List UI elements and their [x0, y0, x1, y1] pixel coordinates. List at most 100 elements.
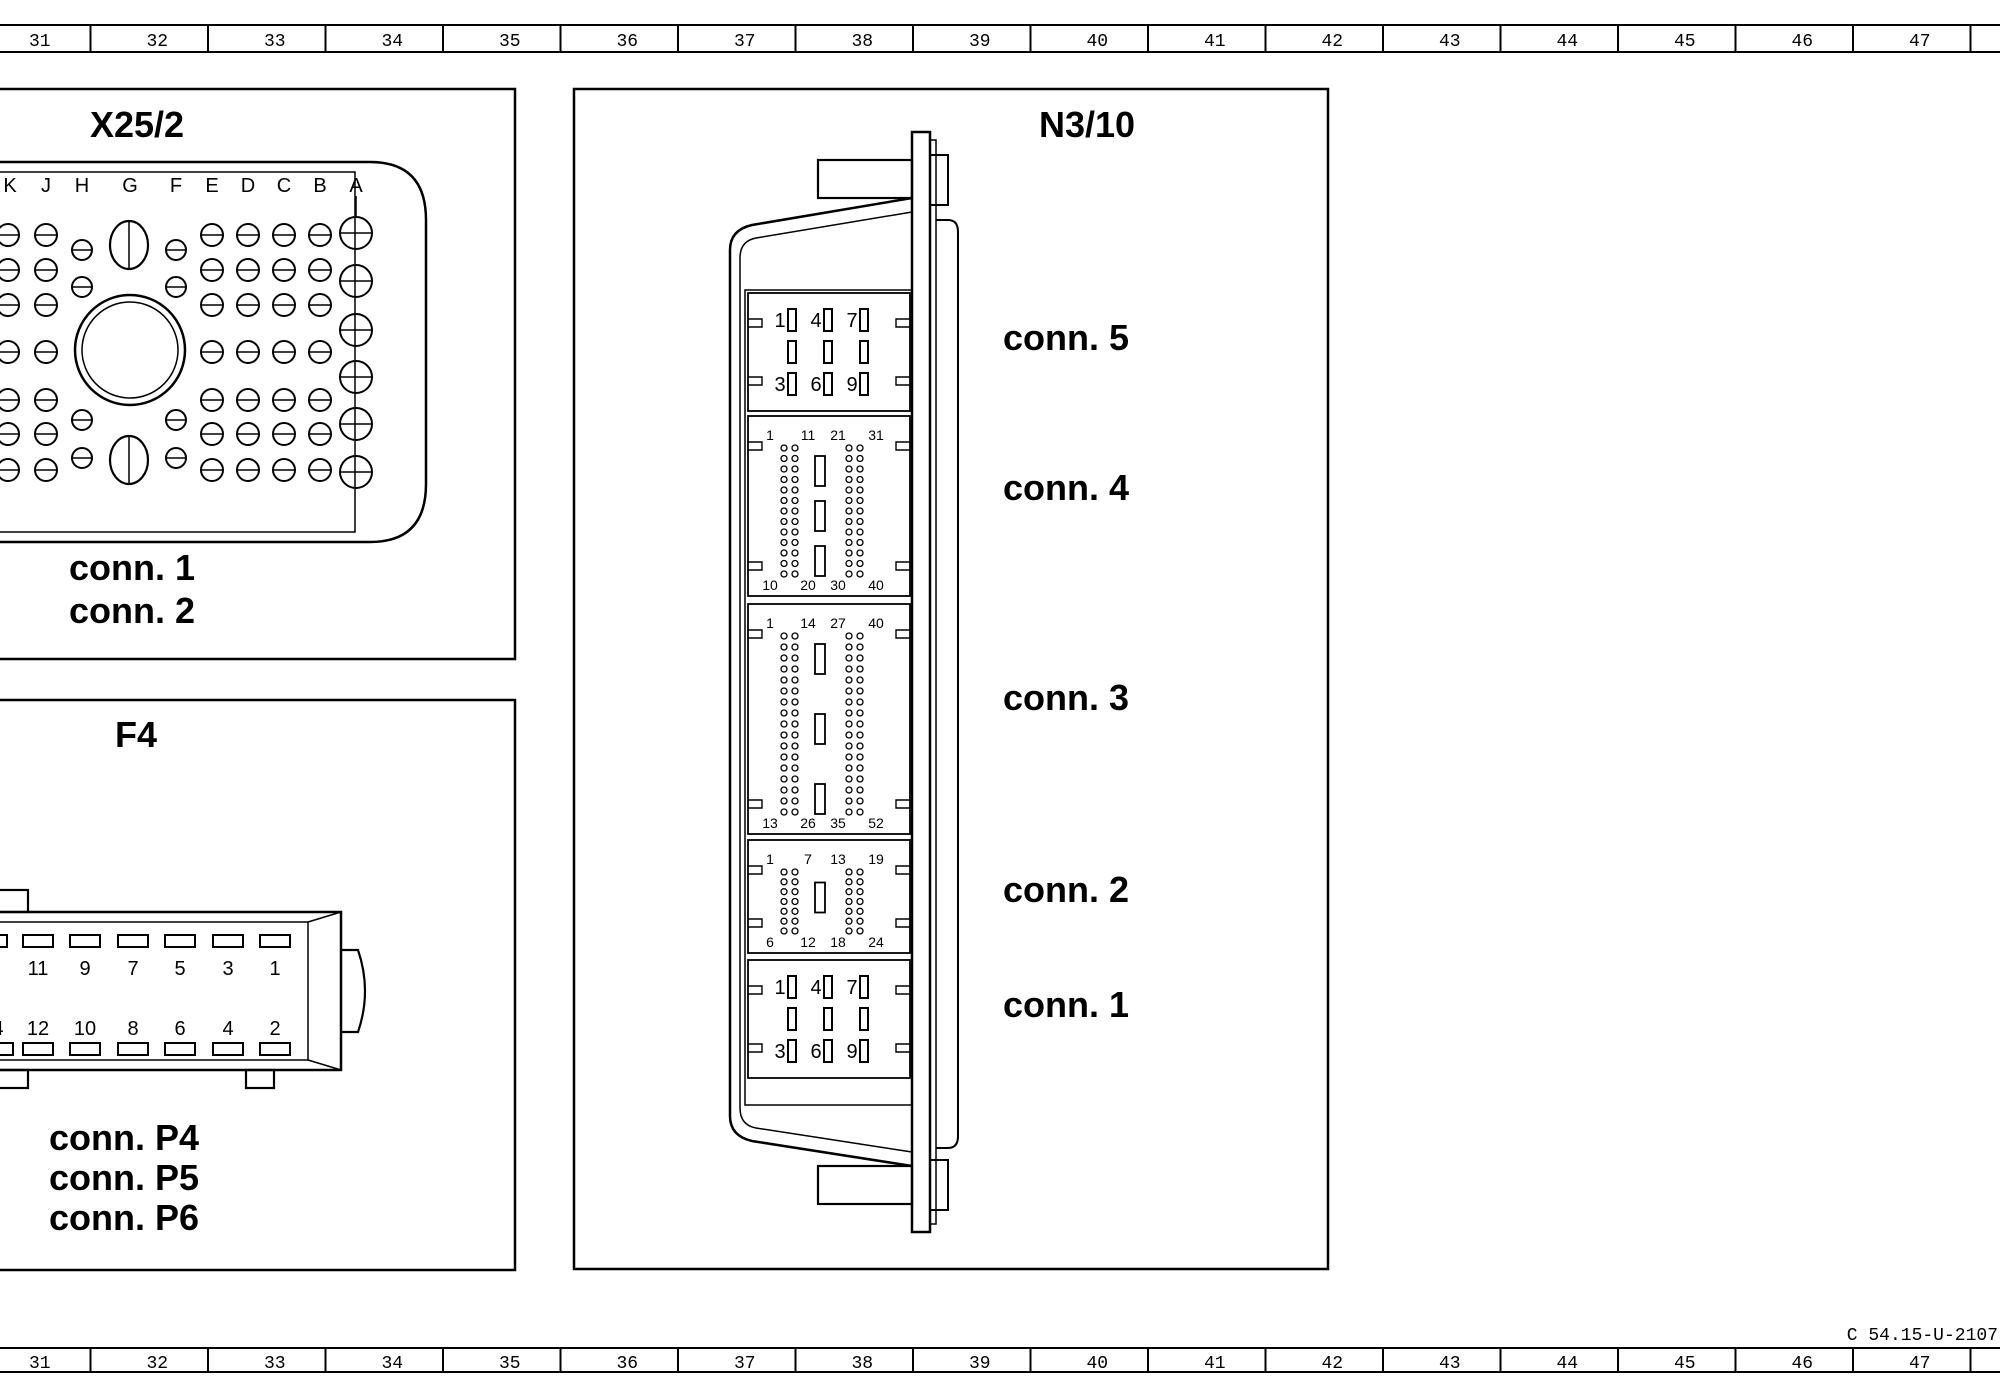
n3-pin-number: 52	[868, 815, 884, 831]
x25-pin	[272, 258, 296, 282]
f4-pin-number: 4	[0, 1018, 4, 1040]
n3-pin-number: 27	[830, 615, 846, 631]
f4-pin-number: 3	[222, 958, 233, 980]
f4-slot	[164, 1042, 196, 1056]
f4-title: F4	[115, 714, 157, 755]
x25-pin	[272, 388, 296, 412]
grid-column-label: 43	[1439, 32, 1461, 52]
f4-pin-number: 5	[174, 958, 185, 980]
n3-pin-number: 1	[774, 310, 785, 332]
x25-pin	[308, 388, 332, 412]
n3-pin-number: 12	[800, 934, 816, 950]
grid-column-label: 31	[29, 32, 51, 52]
n3-pin-number: 13	[762, 815, 778, 831]
x25-pin	[200, 340, 224, 364]
n3-pin-number: 31	[868, 427, 884, 443]
f4-slot	[0, 1042, 14, 1056]
x25-pin	[165, 276, 187, 298]
n3-connector-label: conn. 4	[1003, 467, 1129, 508]
grid-column-label: 34	[381, 32, 403, 52]
n3-pin-number: 3	[774, 374, 785, 396]
x25-pin	[34, 340, 58, 364]
n3-pin-number: 35	[830, 815, 846, 831]
f4-pin-number: 8	[127, 1018, 138, 1040]
n3-pin-number: 4	[810, 977, 821, 999]
n3-pin-number: 3	[774, 1041, 785, 1063]
n3-pin-number: 24	[868, 934, 884, 950]
x25-pin	[339, 360, 373, 394]
x25-pin	[71, 409, 93, 431]
n3-connector-label: conn. 2	[1003, 869, 1129, 910]
n3-pin-number: 6	[766, 934, 774, 950]
n3-pin-number: 9	[846, 374, 857, 396]
x25-pin	[236, 422, 260, 446]
grid-column-label: 33	[264, 1354, 286, 1374]
n3-pin-number: 18	[830, 934, 846, 950]
grid-column-label: 37	[734, 1354, 756, 1374]
x25-pin	[236, 293, 260, 317]
x25-pin	[0, 422, 20, 446]
f4-slot	[117, 934, 149, 948]
f4-slot	[212, 934, 244, 948]
f4-label-2: conn. P5	[49, 1157, 199, 1198]
x25-pin	[165, 409, 187, 431]
x25-pin	[236, 388, 260, 412]
x25-pin	[200, 388, 224, 412]
f4-slot	[212, 1042, 244, 1056]
f4-pin-number: 4	[222, 1018, 233, 1040]
grid-column-label: 45	[1674, 1354, 1696, 1374]
grid-column-label: 46	[1791, 1354, 1813, 1374]
n3-pin-number: 7	[846, 977, 857, 999]
f4-slot-array: 1197531412108642	[0, 934, 291, 1056]
x25-pin	[200, 422, 224, 446]
x25-pin	[236, 340, 260, 364]
n3-pin-number: 9	[846, 1041, 857, 1063]
grid-column-label: 46	[1791, 32, 1813, 52]
f4-pin-number: 1	[269, 958, 280, 980]
x25-pin	[272, 422, 296, 446]
x25-pin	[308, 258, 332, 282]
grid-column-label: 33	[264, 32, 286, 52]
grid-column-label: 39	[969, 32, 991, 52]
x25-pin	[308, 340, 332, 364]
n3-pin-number: 40	[868, 615, 884, 631]
x25-pin-letter: E	[205, 175, 218, 197]
f4-slot	[117, 1042, 149, 1056]
x25-pin	[200, 258, 224, 282]
x25-pin	[34, 293, 58, 317]
f4-pin-number: 7	[127, 958, 138, 980]
n3-pin-number: 7	[846, 310, 857, 332]
grid-column-label: 41	[1204, 32, 1226, 52]
x25-pin	[34, 223, 58, 247]
f4-slot	[0, 934, 8, 948]
x25-connector-body	[0, 160, 428, 544]
x25-pin-letter: D	[241, 175, 255, 197]
x25-label-1: conn. 1	[69, 547, 195, 588]
x25-pin	[34, 258, 58, 282]
n3-pin-number: 4	[810, 310, 821, 332]
x25-pin-letter: A	[349, 175, 363, 197]
x25-pin-letter: C	[277, 175, 291, 197]
grid-ruler-top	[0, 24, 2000, 53]
x25-pin	[165, 239, 187, 261]
grid-column-label: 38	[851, 32, 873, 52]
n3-pin-number: 40	[868, 577, 884, 593]
grid-column-label: 43	[1439, 1354, 1461, 1374]
grid-column-label: 37	[734, 32, 756, 52]
n3-pin-number: 21	[830, 427, 846, 443]
n3-pin-number: 1	[766, 427, 774, 443]
x25-pin	[0, 258, 20, 282]
x25-pin	[0, 388, 20, 412]
x25-pin	[0, 340, 20, 364]
n3-connector-label: conn. 3	[1003, 677, 1129, 718]
n3-pin-number: 20	[800, 577, 816, 593]
document-code: C 54.15-U-2107	[1847, 1326, 1998, 1346]
x25-pin-letter: F	[170, 175, 182, 197]
grid-column-label: 40	[1086, 1354, 1108, 1374]
